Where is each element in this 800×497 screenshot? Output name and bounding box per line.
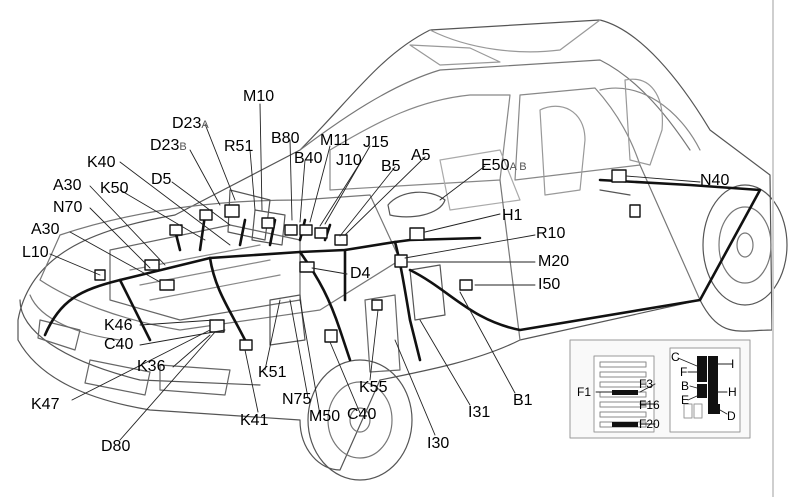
label-E50-text: E50 [481,157,510,174]
label-L10: L10 [22,244,49,261]
label-I50: I50 [538,276,561,293]
fuse-label-F16: F16 [639,398,660,412]
fuse-label-C: C [671,350,680,364]
label-M10: M10 [243,88,275,105]
fuse-label-F3: F3 [639,377,654,391]
fuse-label-E: E [681,393,690,407]
fuse-label-F: F [680,365,688,379]
label-I31: I31 [468,404,491,421]
label-K55: K55 [359,379,388,396]
label-K40: K40 [87,154,116,171]
fuse-label-I: I [731,357,735,371]
label-D23B-text: D23 [150,137,180,154]
label-M11: M11 [320,132,350,149]
label-A30-upper: A30 [53,177,82,194]
label-B1: B1 [513,392,533,409]
label-K46: K46 [104,317,133,334]
fuse-label-F20: F20 [639,417,660,431]
label-D23A-text: D23 [172,115,202,132]
label-R51: R51 [224,138,254,155]
label-B80: B80 [271,130,300,147]
label-D80: D80 [101,438,131,455]
label-D5: D5 [151,171,172,188]
fuse-label-F1: F1 [577,385,592,399]
label-C40-right: C40 [347,406,377,423]
label-C40-left: C40 [104,336,134,353]
label-K50: K50 [100,180,129,197]
label-E50: E50A B [481,158,527,175]
label-B40: B40 [294,150,323,167]
label-K36: K36 [137,358,166,375]
label-E50-suffix: A B [509,161,527,173]
label-R10: R10 [536,225,566,242]
label-I30: I30 [427,435,450,452]
frame-divider [772,0,774,497]
label-D23A-suffix: A [201,119,209,131]
label-M50: M50 [309,408,341,425]
label-J15: J15 [363,134,389,151]
label-K51: K51 [258,364,287,381]
label-D4: D4 [350,265,371,282]
label-M20: M20 [538,253,570,270]
fuse-label-H: H [728,385,737,399]
fuse-box-inset [569,339,751,439]
label-K41: K41 [240,412,269,429]
label-A30-lower: A30 [31,221,60,238]
label-H1: H1 [502,207,523,224]
label-N75: N75 [282,391,312,408]
label-N40: N40 [700,172,730,189]
label-N70: N70 [53,199,83,216]
label-B5: B5 [381,158,401,175]
label-D23B-suffix: B [179,141,187,153]
fuse-label-D: D [727,409,736,423]
fuse-label-B: B [681,379,690,393]
label-J10: J10 [336,152,362,169]
label-K47: K47 [31,396,60,413]
label-D23A: D23A [172,116,209,133]
label-A5: A5 [411,147,431,164]
label-D23B: D23B [150,138,187,155]
